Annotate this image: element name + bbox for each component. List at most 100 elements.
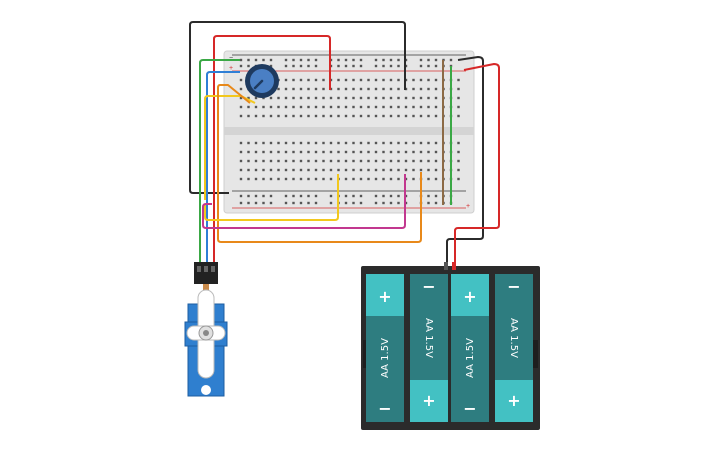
breadboard-hole[interactable] xyxy=(359,114,363,118)
breadboard-hole[interactable] xyxy=(389,159,393,163)
breadboard-hole[interactable] xyxy=(314,87,318,91)
breadboard-hole[interactable] xyxy=(412,96,415,100)
breadboard-hole[interactable] xyxy=(352,105,355,109)
breadboard-hole[interactable] xyxy=(427,105,430,109)
breadboard-hole[interactable] xyxy=(299,96,303,100)
breadboard-hole[interactable] xyxy=(277,105,280,109)
breadboard-hole[interactable] xyxy=(322,78,325,82)
breadboard-hole[interactable] xyxy=(389,105,393,109)
breadboard-hole[interactable] xyxy=(284,58,288,62)
breadboard-hole[interactable] xyxy=(299,201,303,205)
breadboard-hole[interactable] xyxy=(239,177,243,181)
breadboard-hole[interactable] xyxy=(382,96,385,100)
breadboard-hole[interactable] xyxy=(277,159,280,163)
breadboard-hole[interactable] xyxy=(352,150,355,154)
breadboard-hole[interactable] xyxy=(404,114,408,118)
breadboard-hole[interactable] xyxy=(412,168,415,172)
breadboard-hole[interactable] xyxy=(359,168,363,172)
breadboard-hole[interactable] xyxy=(322,96,325,100)
breadboard-hole[interactable] xyxy=(457,105,460,109)
breadboard-hole[interactable] xyxy=(329,168,333,172)
breadboard-hole[interactable] xyxy=(374,64,378,68)
breadboard-hole[interactable] xyxy=(382,64,385,68)
wire-red-pot[interactable] xyxy=(213,35,331,262)
breadboard-hole[interactable] xyxy=(269,58,273,62)
breadboard-hole[interactable] xyxy=(374,159,378,163)
breadboard-hole[interactable] xyxy=(269,141,273,145)
breadboard-hole[interactable] xyxy=(427,64,430,68)
breadboard-hole[interactable] xyxy=(292,105,295,109)
breadboard-hole[interactable] xyxy=(307,201,310,205)
breadboard-hole[interactable] xyxy=(457,96,460,100)
breadboard-hole[interactable] xyxy=(419,96,423,100)
breadboard-hole[interactable] xyxy=(412,177,415,181)
breadboard-hole[interactable] xyxy=(299,194,303,198)
breadboard-hole[interactable] xyxy=(397,150,400,154)
breadboard-hole[interactable] xyxy=(292,64,295,68)
breadboard-hole[interactable] xyxy=(359,96,363,100)
breadboard-hole[interactable] xyxy=(314,64,318,68)
breadboard-hole[interactable] xyxy=(299,168,303,172)
breadboard-hole[interactable] xyxy=(352,168,355,172)
breadboard-hole[interactable] xyxy=(307,96,310,100)
breadboard-hole[interactable] xyxy=(247,96,250,100)
breadboard-hole[interactable] xyxy=(389,58,393,62)
breadboard-hole[interactable] xyxy=(367,168,370,172)
breadboard-hole[interactable] xyxy=(292,87,295,91)
breadboard-hole[interactable] xyxy=(412,141,415,145)
breadboard-hole[interactable] xyxy=(344,177,348,181)
breadboard-hole[interactable] xyxy=(359,159,363,163)
breadboard-hole[interactable] xyxy=(457,150,460,154)
breadboard-hole[interactable] xyxy=(404,105,408,109)
breadboard-hole[interactable] xyxy=(397,64,400,68)
breadboard-hole[interactable] xyxy=(389,87,393,91)
breadboard-hole[interactable] xyxy=(277,141,280,145)
breadboard-hole[interactable] xyxy=(314,150,318,154)
breadboard-hole[interactable] xyxy=(292,96,295,100)
breadboard-hole[interactable] xyxy=(269,194,273,198)
breadboard-hole[interactable] xyxy=(352,78,355,82)
breadboard-hole[interactable] xyxy=(397,159,400,163)
breadboard-hole[interactable] xyxy=(329,105,333,109)
breadboard-hole[interactable] xyxy=(299,78,303,82)
breadboard-hole[interactable] xyxy=(307,177,310,181)
wire-green[interactable] xyxy=(199,59,240,262)
breadboard-hole[interactable] xyxy=(457,159,460,163)
breadboard-hole[interactable] xyxy=(367,150,370,154)
breadboard-hole[interactable] xyxy=(269,105,273,109)
breadboard-hole[interactable] xyxy=(427,96,430,100)
breadboard-hole[interactable] xyxy=(329,177,333,181)
breadboard-hole[interactable] xyxy=(307,168,310,172)
wire-black-loop[interactable] xyxy=(189,21,406,194)
breadboard-hole[interactable] xyxy=(239,87,243,91)
breadboard-hole[interactable] xyxy=(344,105,348,109)
breadboard-hole[interactable] xyxy=(374,194,378,198)
breadboard-hole[interactable] xyxy=(412,87,415,91)
breadboard-hole[interactable] xyxy=(382,87,385,91)
breadboard-hole[interactable] xyxy=(329,150,333,154)
breadboard-hole[interactable] xyxy=(457,168,460,172)
breadboard-hole[interactable] xyxy=(254,177,258,181)
breadboard-hole[interactable] xyxy=(352,96,355,100)
breadboard-hole[interactable] xyxy=(314,194,318,198)
breadboard-hole[interactable] xyxy=(404,96,408,100)
breadboard-hole[interactable] xyxy=(247,150,250,154)
breadboard-hole[interactable] xyxy=(239,64,243,68)
wire-blue[interactable] xyxy=(206,71,240,262)
breadboard-hole[interactable] xyxy=(307,141,310,145)
breadboard-hole[interactable] xyxy=(239,78,243,82)
breadboard-hole[interactable] xyxy=(254,150,258,154)
breadboard-hole[interactable] xyxy=(254,141,258,145)
breadboard-hole[interactable] xyxy=(374,114,378,118)
breadboard-hole[interactable] xyxy=(299,150,303,154)
wire-black-battery[interactable] xyxy=(446,56,484,270)
breadboard-hole[interactable] xyxy=(269,201,273,205)
breadboard-hole[interactable] xyxy=(254,58,258,62)
servo-motor[interactable] xyxy=(184,262,228,397)
breadboard-hole[interactable] xyxy=(314,78,318,82)
breadboard-hole[interactable] xyxy=(367,96,370,100)
breadboard-hole[interactable] xyxy=(322,159,325,163)
breadboard-hole[interactable] xyxy=(367,87,370,91)
breadboard-hole[interactable] xyxy=(382,58,385,62)
breadboard-hole[interactable] xyxy=(284,201,288,205)
